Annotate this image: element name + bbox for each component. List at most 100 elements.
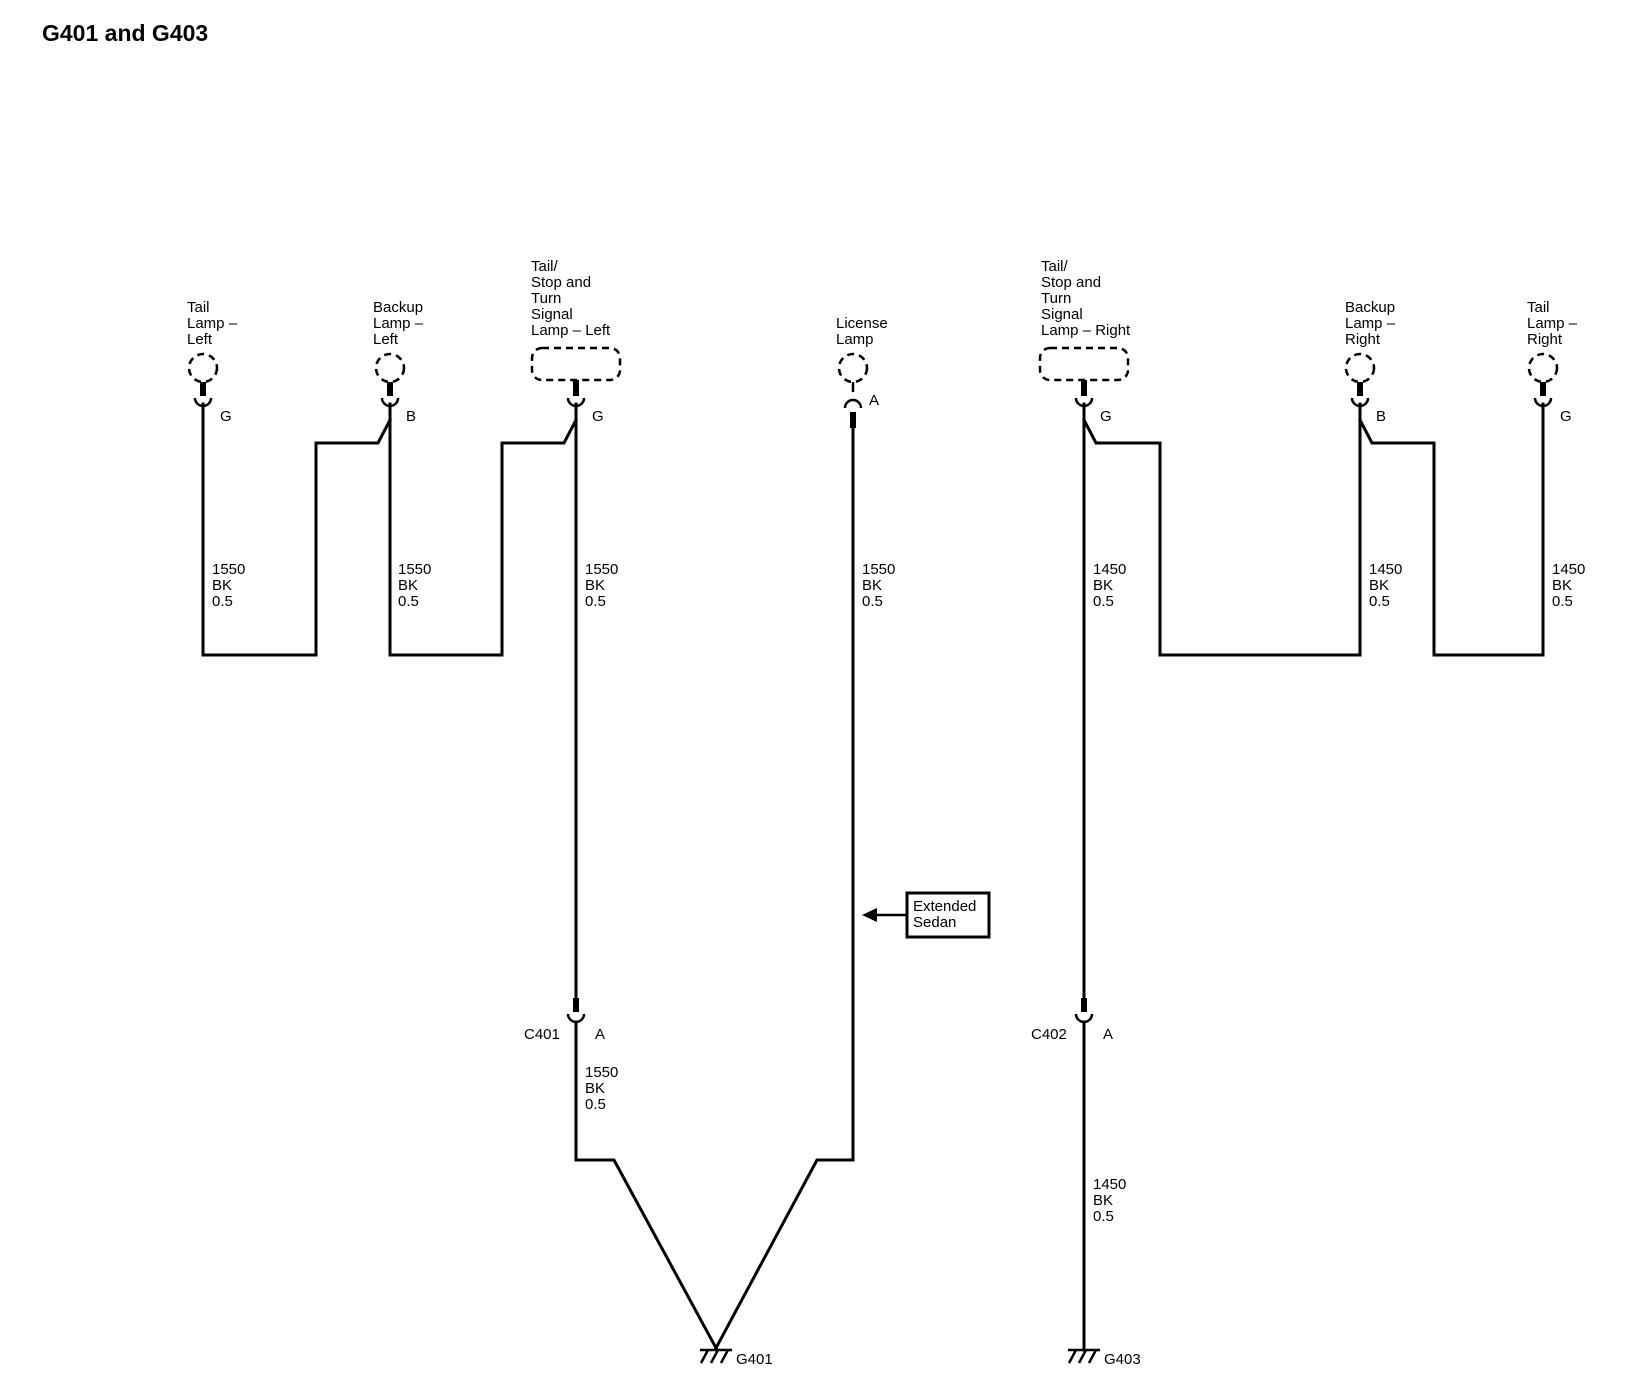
tail-lamp-left-outline (187, 352, 219, 384)
license-lamp-outline (837, 352, 869, 384)
label-tstl-right: Tail/ Stop and Turn Signal Lamp – Right (1041, 258, 1131, 339)
pin-tail-left: G (220, 408, 232, 425)
terminal-tstl-left (566, 380, 586, 408)
wire-label-9: 1450 BK 0.5 (1093, 1176, 1126, 1225)
backup-lamp-right-outline (1344, 352, 1376, 384)
svg-text:Signal: Signal (1041, 306, 1083, 323)
connector-c402 (1074, 998, 1094, 1024)
connector-label-c402: C402 (1031, 1026, 1067, 1043)
svg-text:Tail/: Tail/ (1041, 258, 1069, 275)
option-box-line-1: Extended (913, 898, 976, 915)
svg-text:BK: BK (585, 1080, 605, 1097)
tstl-left-outline (530, 346, 622, 382)
wire-license-to-g401 (713, 426, 855, 1351)
svg-text:Left: Left (373, 331, 399, 348)
ground-label-g401: G401 (736, 1351, 773, 1368)
wire-backup-left (388, 402, 579, 657)
svg-text:1550: 1550 (212, 561, 245, 578)
svg-text:0.5: 0.5 (212, 593, 233, 610)
svg-text:BK: BK (398, 577, 418, 594)
svg-text:0.5: 0.5 (862, 593, 883, 610)
svg-text:Backup: Backup (373, 299, 423, 316)
svg-text:Lamp –: Lamp – (1527, 315, 1578, 332)
wire-label-5: 1450 BK 0.5 (1093, 561, 1126, 610)
svg-text:Lamp – Left: Lamp – Left (531, 322, 611, 339)
svg-text:BK: BK (212, 577, 232, 594)
pin-backup-left: B (406, 408, 416, 425)
svg-text:Stop and: Stop and (1041, 274, 1101, 291)
label-tail-lamp-right: Tail Lamp – Right (1527, 299, 1578, 348)
terminal-tail-left (193, 382, 213, 408)
terminal-backup-right (1350, 382, 1370, 408)
svg-text:0.5: 0.5 (585, 1096, 606, 1113)
wire-label-1: 1550 BK 0.5 (212, 561, 245, 610)
pin-backup-right: B (1376, 408, 1386, 425)
connector-label-c401: C401 (524, 1026, 560, 1043)
svg-text:0.5: 0.5 (1369, 593, 1390, 610)
svg-text:1550: 1550 (862, 561, 895, 578)
svg-text:1550: 1550 (585, 1064, 618, 1081)
svg-text:1450: 1450 (1093, 561, 1126, 578)
pin-c402: A (1103, 1026, 1113, 1043)
ground-g401-icon (699, 1348, 732, 1364)
svg-text:Lamp –: Lamp – (373, 315, 424, 332)
wire-label-8: 1550 BK 0.5 (585, 1064, 618, 1113)
wire-tail-left (201, 402, 393, 657)
svg-text:0.5: 0.5 (1552, 593, 1573, 610)
terminal-tstl-right (1074, 380, 1094, 408)
svg-text:Lamp: Lamp (836, 331, 874, 348)
pin-tstl-left: G (592, 408, 604, 425)
svg-text:BK: BK (862, 577, 882, 594)
svg-text:Tail: Tail (187, 299, 210, 316)
wire-label-2: 1550 BK 0.5 (398, 561, 431, 610)
svg-text:1450: 1450 (1369, 561, 1402, 578)
label-backup-lamp-left: Backup Lamp – Left (373, 299, 424, 348)
svg-text:Tail/: Tail/ (531, 258, 559, 275)
svg-text:Turn: Turn (1041, 290, 1071, 307)
svg-text:BK: BK (1369, 577, 1389, 594)
pin-license: A (869, 392, 879, 409)
option-extended-sedan: Extended Sedan (862, 891, 991, 939)
svg-text:Right: Right (1345, 331, 1381, 348)
svg-text:1450: 1450 (1552, 561, 1585, 578)
wire-label-7: 1450 BK 0.5 (1552, 561, 1585, 610)
terminal-license (843, 382, 863, 428)
svg-text:BK: BK (1093, 1192, 1113, 1209)
tstl-right-outline (1038, 346, 1130, 382)
svg-text:Lamp –: Lamp – (187, 315, 238, 332)
pin-tail-right: G (1560, 408, 1572, 425)
wire-backup-right (1081, 402, 1362, 657)
page-title: G401 and G403 (42, 20, 209, 46)
ground-label-g403: G403 (1104, 1351, 1141, 1368)
backup-lamp-left-outline (374, 352, 406, 384)
wire-c401-to-g401 (574, 1020, 719, 1351)
pin-c401: A (595, 1026, 605, 1043)
svg-text:Lamp – Right: Lamp – Right (1041, 322, 1131, 339)
svg-text:1550: 1550 (585, 561, 618, 578)
svg-text:Lamp –: Lamp – (1345, 315, 1396, 332)
terminal-backup-left (380, 382, 400, 408)
option-box-line-2: Sedan (913, 914, 956, 931)
svg-text:Backup: Backup (1345, 299, 1395, 316)
svg-text:Signal: Signal (531, 306, 573, 323)
svg-text:1550: 1550 (398, 561, 431, 578)
svg-text:0.5: 0.5 (1093, 593, 1114, 610)
svg-text:0.5: 0.5 (1093, 1208, 1114, 1225)
ground-g403-icon (1067, 1348, 1100, 1364)
svg-text:License: License (836, 315, 888, 332)
terminal-tail-right (1533, 382, 1553, 408)
pin-tstl-right: G (1100, 408, 1112, 425)
label-license-lamp: License Lamp (836, 315, 888, 348)
svg-text:Tail: Tail (1527, 299, 1550, 316)
arrow-left-icon (862, 908, 877, 922)
wire-label-6: 1450 BK 0.5 (1369, 561, 1402, 610)
label-backup-lamp-right: Backup Lamp – Right (1345, 299, 1396, 348)
wire-label-4: 1550 BK 0.5 (862, 561, 895, 610)
svg-text:1450: 1450 (1093, 1176, 1126, 1193)
wire-tail-right (1357, 402, 1545, 657)
svg-text:Left: Left (187, 331, 213, 348)
svg-text:BK: BK (1093, 577, 1113, 594)
connector-c401 (566, 998, 586, 1024)
svg-text:0.5: 0.5 (585, 593, 606, 610)
